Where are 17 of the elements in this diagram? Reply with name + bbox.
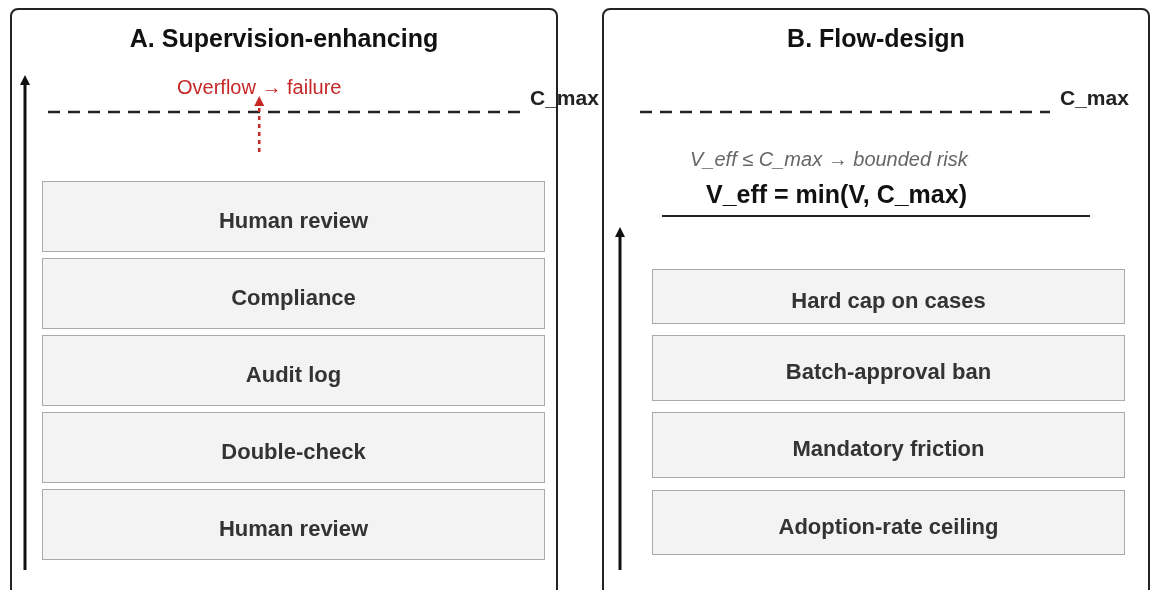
panel-frame: [602, 8, 1150, 590]
arrow: [254, 96, 265, 152]
layer-box: Compliance: [42, 258, 545, 329]
threshold-label: C_max: [1060, 86, 1129, 110]
layer-box: Hard cap on cases: [652, 269, 1125, 324]
layer-box: Mandatory friction: [652, 412, 1125, 478]
panel-title: A. Supervision-enhancing: [128, 24, 440, 53]
layer-box: Adoption-rate ceiling: [652, 490, 1125, 555]
panel-title: B. Flow-design: [786, 24, 966, 53]
layer-box: Double-check: [42, 412, 545, 483]
risk-note: V_eff ≤ C_max → bounded risk: [690, 148, 968, 171]
formula-text: V_eff = min(V, C_max): [706, 180, 967, 209]
layer-box: Batch-approval ban: [652, 335, 1125, 401]
layer-box: Audit log: [42, 335, 545, 406]
layer-box: Human review: [42, 489, 545, 560]
warning-label: Overflow → failure: [177, 76, 342, 99]
layer-box: Human review: [42, 181, 545, 252]
